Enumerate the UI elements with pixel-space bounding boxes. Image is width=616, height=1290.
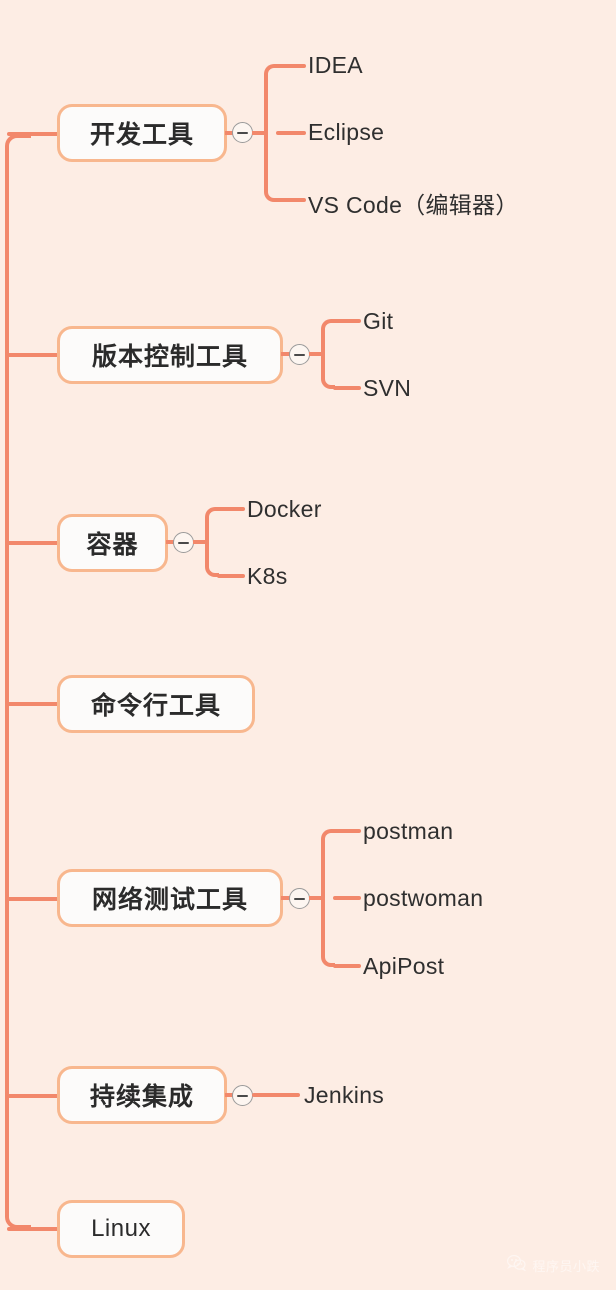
child-spine (205, 507, 219, 577)
node-label: 容器 (86, 531, 139, 559)
child-spine (321, 319, 335, 389)
minus-icon (237, 1094, 248, 1097)
child-connector (276, 198, 306, 202)
child-label-svn[interactable]: SVN (363, 375, 412, 401)
node-linux[interactable]: Linux (57, 1200, 185, 1258)
trunk-connector (7, 897, 59, 901)
mindmap-trunk-line (5, 134, 31, 1229)
child-label-jenkins[interactable]: Jenkins (304, 1082, 385, 1108)
child-label-docker[interactable]: Docker (247, 496, 322, 522)
toggle-connector (309, 352, 325, 356)
minus-icon (294, 897, 305, 900)
collapse-toggle-container[interactable] (173, 532, 194, 553)
node-label: 版本控制工具 (91, 343, 248, 371)
child-label-git[interactable]: Git (363, 308, 394, 334)
child-connector (276, 64, 306, 68)
trunk-connector (7, 1094, 59, 1098)
trunk-connector (7, 541, 59, 545)
node-dev-tools[interactable]: 开发工具 (57, 104, 227, 162)
watermark-text: 程序员小跌 (532, 1259, 600, 1274)
child-label-apipost[interactable]: ApiPost (363, 953, 445, 979)
child-connector (333, 386, 361, 390)
trunk-connector (7, 132, 59, 136)
node-container[interactable]: 容器 (57, 514, 168, 572)
child-connector (333, 319, 361, 323)
collapse-toggle-version-control[interactable] (289, 344, 310, 365)
child-connector (276, 131, 306, 135)
toggle-connector (281, 896, 291, 900)
node-label: 命令行工具 (90, 692, 221, 720)
child-label-eclipse[interactable]: Eclipse (308, 119, 385, 145)
child-connector (217, 507, 245, 511)
collapse-toggle-network-test-tools[interactable] (289, 888, 310, 909)
child-label-postwoman[interactable]: postwoman (363, 885, 484, 911)
child-connector (217, 574, 245, 578)
node-label: 网络测试工具 (91, 886, 248, 914)
child-spine (321, 829, 335, 967)
minus-icon (237, 131, 248, 134)
node-continuous-integration[interactable]: 持续集成 (57, 1066, 227, 1124)
toggle-connector (193, 540, 209, 544)
child-spine (264, 64, 278, 202)
trunk-connector (7, 353, 59, 357)
collapse-toggle-continuous-integration[interactable] (232, 1085, 253, 1106)
child-label-idea[interactable]: IDEA (308, 52, 363, 78)
node-label: 持续集成 (89, 1083, 194, 1111)
node-label: 开发工具 (89, 121, 194, 149)
child-connector (333, 896, 361, 900)
toggle-connector (309, 896, 325, 900)
node-network-test-tools[interactable]: 网络测试工具 (57, 869, 283, 927)
trunk-connector (7, 702, 59, 706)
child-connector (333, 829, 361, 833)
toggle-connector (225, 1093, 235, 1097)
child-label-postman[interactable]: postman (363, 818, 454, 844)
child-connector (252, 1093, 300, 1097)
child-label-k8s[interactable]: K8s (247, 563, 288, 589)
child-connector (333, 964, 361, 968)
trunk-connector (7, 1227, 59, 1231)
child-label-vscode[interactable]: VS Code（编辑器） (308, 192, 519, 218)
toggle-connector (225, 131, 235, 135)
wechat-icon (507, 1255, 527, 1276)
watermark: 程序员小跌 (507, 1255, 600, 1276)
minus-icon (178, 541, 189, 544)
minus-icon (294, 353, 305, 356)
node-label: Linux (91, 1215, 151, 1242)
node-cli-tools[interactable]: 命令行工具 (57, 675, 255, 733)
collapse-toggle-dev-tools[interactable] (232, 122, 253, 143)
toggle-connector (281, 352, 291, 356)
toggle-connector (166, 540, 175, 544)
toggle-connector (252, 131, 268, 135)
node-version-control[interactable]: 版本控制工具 (57, 326, 283, 384)
